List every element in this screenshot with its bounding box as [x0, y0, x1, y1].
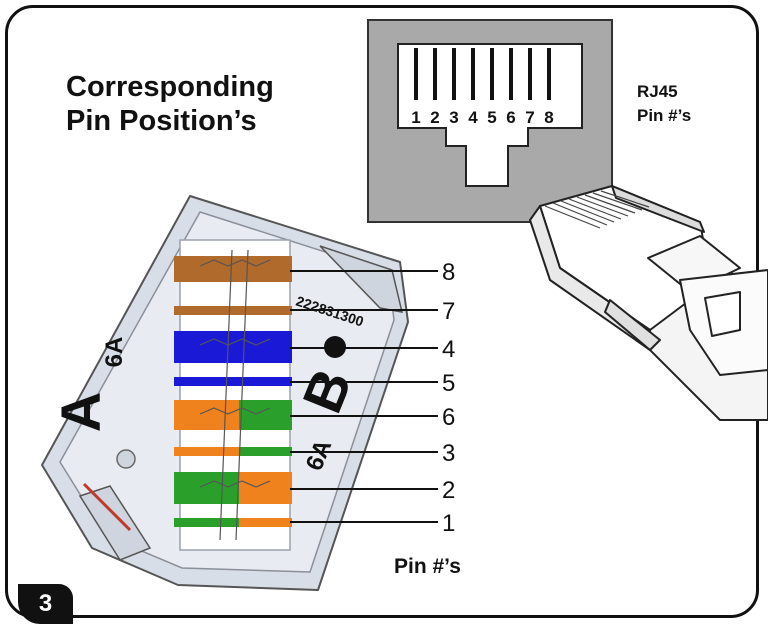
callout-pin-7: 7 [442, 298, 455, 325]
keystone-module: 222831300 A 6A B 6A [41, 195, 409, 591]
rj45-label-line-2: Pin #’s [637, 106, 692, 125]
orange-pair-row [239, 472, 292, 504]
green-white-row [239, 447, 292, 456]
heading-line-1: Corresponding [66, 71, 274, 103]
green-pair-row [174, 472, 239, 504]
callout-pin-5: 5 [442, 370, 455, 397]
category-a-label: 6A [101, 337, 128, 368]
brown-white-row [174, 306, 292, 315]
callout-pin-8: 8 [442, 259, 455, 286]
orange-white-row [174, 447, 239, 456]
callout-pin-4: 4 [442, 336, 455, 363]
jack-pin-label: 1 [411, 108, 420, 127]
jack-pin-label: 6 [506, 108, 515, 127]
wire-color-rows [174, 249, 292, 541]
jack-pin-label: 8 [544, 108, 553, 127]
green-row [239, 400, 292, 430]
step-number: 3 [38, 590, 53, 617]
jack-pin-label: 3 [449, 108, 458, 127]
side-a-label: A [49, 392, 112, 432]
jack-pin-label: 4 [468, 108, 478, 127]
step-badge: 3 [18, 584, 73, 624]
brown-pair-row [174, 256, 292, 282]
callout-pin-6: 6 [442, 404, 455, 431]
heading: Corresponding Pin Position’s [66, 70, 274, 138]
leader-lines [290, 270, 438, 523]
jack-pin-label: 7 [525, 108, 534, 127]
module-pin-label: Pin #’s [394, 555, 461, 578]
jack-pin-label: 5 [487, 108, 496, 127]
blue-pair-row [174, 331, 292, 363]
rj45-label: RJ45 Pin #’s [637, 80, 691, 128]
rj45-plug [529, 185, 768, 421]
green-white-row-2 [174, 518, 239, 527]
jack-pin-label: 2 [430, 108, 439, 127]
orange-white-row-2 [239, 518, 292, 527]
callout-pin-2: 2 [442, 477, 455, 504]
callout-pin-3: 3 [442, 440, 455, 467]
orange-row [174, 400, 239, 430]
rj45-label-line-1: RJ45 [637, 82, 678, 101]
jack-contacts [414, 48, 551, 100]
blue-white-row [174, 377, 292, 386]
rj45-jack: 1 2 3 4 5 6 7 8 [367, 19, 613, 223]
callout-pin-1: 1 [442, 510, 455, 537]
heading-line-2: Pin Position’s [66, 105, 257, 137]
